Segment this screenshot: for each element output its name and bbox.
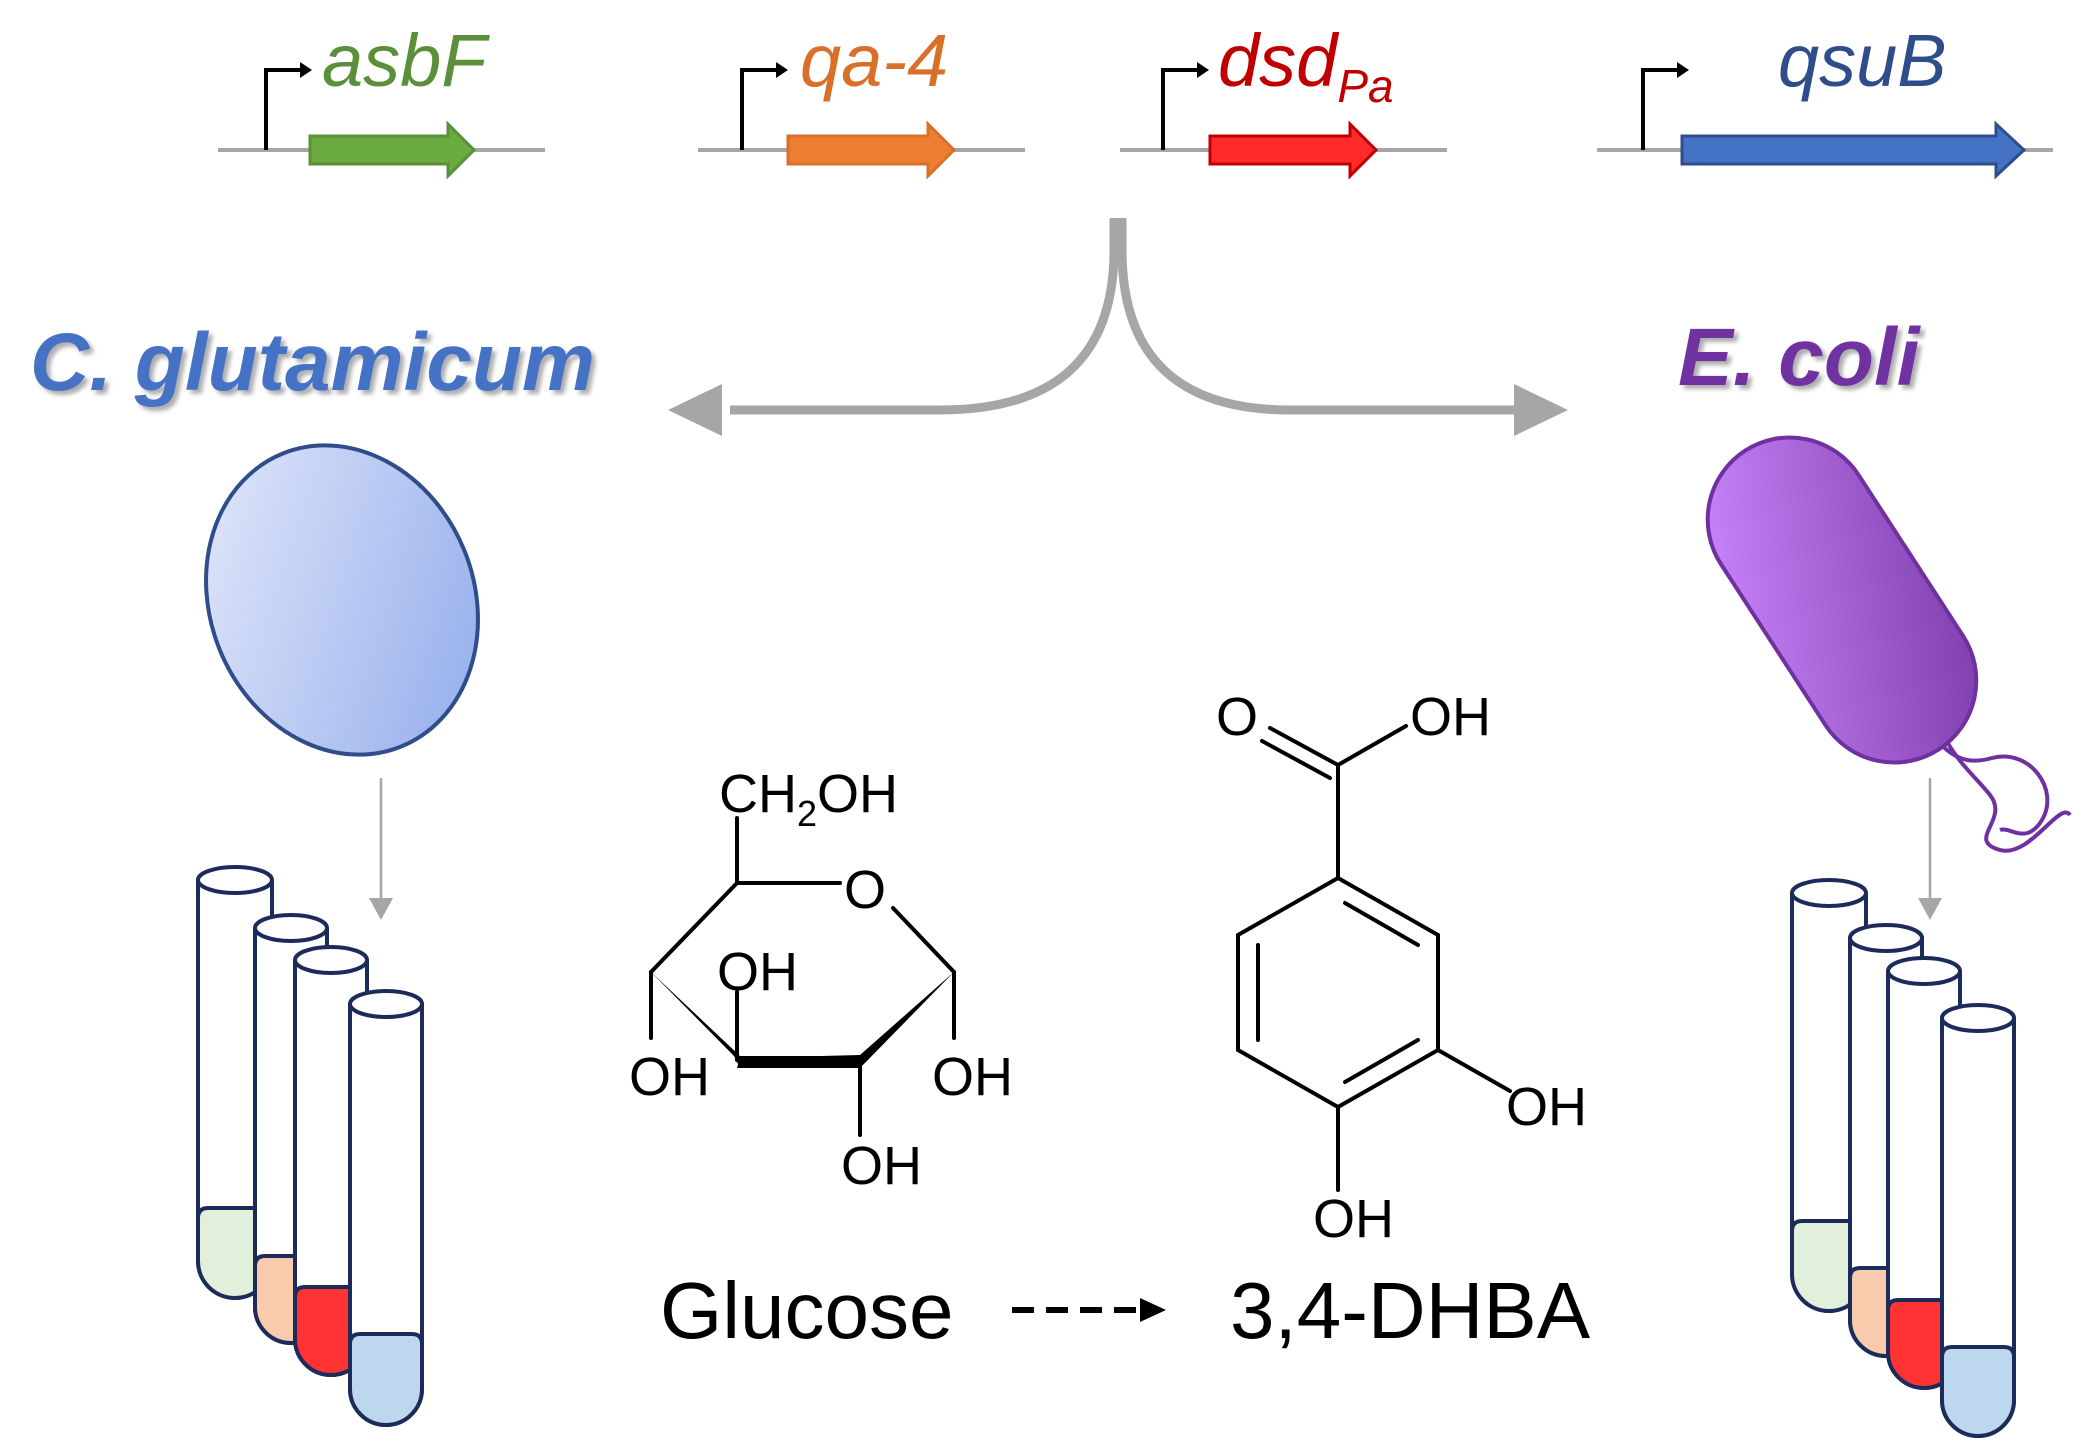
right-split-arrow [1117,218,1520,415]
test-tube [348,989,424,1427]
e-coli-body [1705,435,1979,765]
test-tubes-right [1790,878,2016,1438]
reaction-arrowhead-icon [1140,1298,1166,1322]
glucose-ring-o-label: O [844,860,886,920]
dhba-oh-meta-label: OH [1506,1077,1587,1137]
test-tubes-left [196,865,424,1427]
gene-label-qa4: qa-4 [800,19,948,102]
tube-rim [1886,956,1962,986]
gene-arrow-dsdPa [1208,120,1379,180]
down-arrowhead-right-icon [1918,898,1942,920]
test-tube [1940,1003,2016,1438]
promoter-icon [1161,68,1197,150]
glucose-wedge-right [860,972,954,1068]
organism-label-e-coli: E. coli [1678,312,1922,403]
glucose-structure [649,816,956,1137]
dhba-carbonyl-o-label: O [1216,687,1258,747]
tube-rim [348,989,424,1019]
promoter-icon [740,68,776,150]
e-coli-cell-icon [1705,435,2072,853]
gene-label-qsuB: qsuB [1778,19,1947,102]
tube-rim [1848,923,1924,953]
glucose-oh-right-label: OH [932,1047,1013,1107]
glucose-oh-bottom-label: OH [841,1136,922,1196]
glucose-ch2oh-label: CH2OH [719,764,898,834]
gene-qsuB-construct: qsuB [1597,19,2053,180]
tube-liquid [1940,1345,2016,1438]
c-glutamicum-cell-icon [204,443,480,757]
tube-rim [253,913,329,943]
promoter-icon [264,68,300,150]
gene-arrow-qsuB [1680,120,2027,180]
down-arrowhead-left-icon [369,898,393,920]
flagellum-icon [1936,699,2072,853]
glucose-bold-bond [737,1055,860,1068]
dhba-oh-para-label: OH [1313,1189,1394,1249]
dhba-structure [1236,724,1512,1192]
promoter-arrowhead-icon [300,62,312,78]
gene-arrow-qa4 [786,120,957,180]
right-arrowhead-icon [1514,384,1568,436]
gene-qa4-construct: qa-4 [698,19,1025,180]
left-split-arrow [730,218,1119,415]
tube-rim [1940,1003,2016,1033]
split-arrows [730,218,1520,415]
organism-label-c-glutamicum: C. glutamicum [30,317,595,408]
gene-label-asbF: asbF [322,19,490,102]
glucose-oh-inner-label: OH [717,942,798,1002]
dhba-acid-oh-label: OH [1410,687,1491,747]
gene-asbF-construct: asbF [218,19,545,180]
promoter-icon [1641,68,1677,150]
reaction-substrate-label: Glucose [660,1266,953,1355]
reaction-product-label: 3,4-DHBA [1230,1266,1591,1355]
tube-rim [1790,878,1868,908]
promoter-arrowhead-icon [776,62,788,78]
gene-dsdPa-construct: dsdPa [1120,19,1447,180]
promoter-arrowhead-icon [1197,62,1209,78]
gene-label-dsdPa: dsdPa [1218,19,1394,112]
glucose-oh-left-label: OH [629,1047,710,1107]
left-arrowhead-icon [668,384,722,436]
tube-liquid [348,1332,424,1427]
promoter-arrowhead-icon [1677,62,1689,78]
gene-arrow-asbF [308,120,477,180]
tube-rim [293,945,369,975]
tube-rim [196,865,274,895]
